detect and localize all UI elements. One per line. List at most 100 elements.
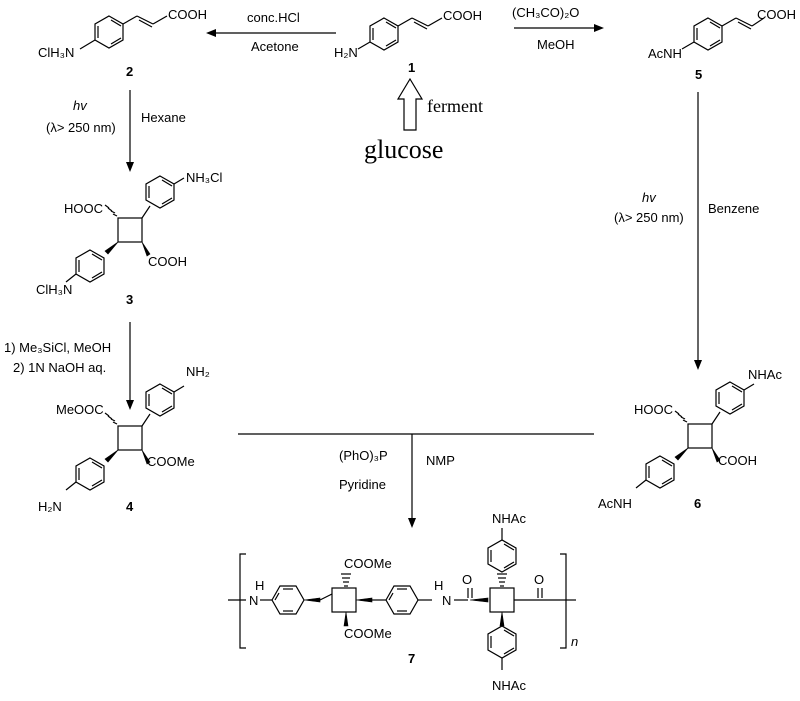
ester-top-label: COOMe — [344, 556, 392, 571]
reagent-label: (CH₃CO)₂O — [512, 5, 579, 20]
compound-number: 4 — [126, 499, 134, 514]
arrow-1-to-2: conc.HCl Acetone — [206, 10, 336, 54]
wavelength-label: (λ> 250 nm) — [46, 120, 116, 135]
compound-number: 3 — [126, 292, 133, 307]
carboxyl-label: COOH — [168, 7, 207, 22]
cyclobutane-ring — [687, 423, 713, 449]
amine-bottom-label: H₂N — [38, 499, 62, 514]
hashed-bond — [341, 573, 351, 587]
benzene-ring-top — [715, 381, 745, 415]
amide-top-label: NHAc — [492, 511, 526, 526]
wavelength-label: (λ> 250 nm) — [614, 210, 684, 225]
benzene-ring-down — [487, 625, 517, 659]
amide-label: AcNH — [648, 46, 682, 61]
benzene-ring — [369, 17, 399, 51]
compound-number: 2 — [126, 64, 133, 79]
compound-4: MeOOC NH₂ COOMe H₂N 4 — [38, 364, 210, 514]
ammonium-top-label: NH₃Cl — [186, 170, 222, 185]
benzene-ring — [693, 17, 723, 51]
benzene-ring-bottom — [645, 455, 675, 489]
amine-n-label: N — [249, 593, 258, 608]
light-label: hv — [642, 190, 657, 205]
compound-5: COOH AcNH 5 — [648, 7, 796, 82]
compound-number: 1 — [408, 60, 415, 75]
amide-n-label: N — [442, 593, 451, 608]
polymerization-arrow: (PhO)₃P Pyridine NMP — [238, 433, 594, 528]
arrow-3-to-4: 1) Me₃SiCl, MeOH 2) 1N NaOH aq. — [4, 322, 134, 410]
carbonyl-o1-label: O — [462, 572, 472, 587]
compound-number: 6 — [694, 496, 701, 511]
hashed-bond — [104, 412, 118, 425]
amide-bottom-label: NHAc — [492, 678, 526, 693]
repeat-index: n — [571, 634, 578, 649]
solvent-label: NMP — [426, 453, 455, 468]
compound-1: COOH H₂N 1 — [334, 8, 482, 75]
ferment-label: ferment — [427, 96, 483, 116]
benzene-ring-up — [487, 539, 517, 573]
cyclobutane-ring-2 — [489, 587, 515, 613]
arrow-1-to-5: (CH₃CO)₂O MeOH — [512, 5, 604, 52]
solvent-label: MeOH — [537, 37, 575, 52]
step1-label: 1) Me₃SiCl, MeOH — [4, 340, 111, 355]
wedge-bond — [104, 241, 119, 255]
solvent-label: Hexane — [141, 110, 186, 125]
benzene-ring-1 — [271, 585, 305, 615]
arrow-5-to-6: hv (λ> 250 nm) Benzene — [614, 92, 759, 370]
benzene-ring-2 — [385, 585, 419, 615]
cyclobutane-ring — [117, 425, 143, 451]
compound-3: HOOC NH₃Cl COOH ClH₃N 3 — [36, 170, 222, 307]
hollow-arrow — [396, 77, 424, 131]
amine-label: H₂N — [334, 45, 358, 60]
wedge-bond — [355, 597, 373, 603]
solvent-label: Benzene — [708, 201, 759, 216]
glucose-label: glucose — [364, 135, 443, 164]
cyclobutane-ring — [117, 217, 143, 243]
wedge-bond — [499, 611, 505, 627]
benzene-ring — [94, 15, 124, 49]
compound-number: 7 — [408, 651, 415, 666]
hashed-bond — [104, 204, 118, 217]
carboxyl-label: COOH — [443, 8, 482, 23]
light-label: hv — [73, 98, 88, 113]
carboxyl-label: COOH — [757, 7, 796, 22]
amide-top-label: NHAc — [748, 367, 782, 382]
hashed-bond — [674, 410, 688, 423]
solvent-label: Acetone — [251, 39, 299, 54]
amine-h-label: H — [255, 578, 264, 593]
ferment-arrow: ferment glucose — [364, 77, 483, 164]
compound-6: HOOC NHAc COOH AcNH 6 — [598, 367, 782, 511]
wedge-bond — [303, 597, 321, 603]
wedge-bond — [674, 447, 689, 461]
bracket-left — [239, 553, 246, 649]
ester-bottom-label: COOMe — [344, 626, 392, 641]
benzene-ring-bottom — [75, 249, 105, 283]
ammonium-label: ClH₃N — [38, 45, 74, 60]
wedge-bond — [343, 611, 349, 627]
benzene-ring-top — [145, 383, 175, 417]
compound-2: COOH ClH₃N 2 — [38, 7, 207, 79]
wedge-bond — [141, 241, 151, 257]
amide-h-label: H — [434, 578, 443, 593]
wedge-bond — [141, 449, 151, 465]
arrow-2-to-3: hv (λ> 250 nm) Hexane — [46, 90, 186, 172]
bracket-right — [560, 553, 567, 649]
amine-top-label: NH₂ — [186, 364, 210, 379]
ester-bottom-label: COOMe — [147, 454, 195, 469]
reagent-label: (PhO)₃P — [339, 448, 388, 463]
polymer-7: n N H COOMe COOMe N H O — [228, 511, 578, 693]
amide-bottom-label: AcNH — [598, 496, 632, 511]
carboxyl-bottom-label: COOH — [718, 453, 757, 468]
wedge-bond — [469, 597, 489, 603]
benzene-ring-top — [145, 175, 175, 209]
carboxyl-top-label: HOOC — [64, 201, 103, 216]
compound-number: 5 — [695, 67, 702, 82]
ester-top-label: MeOOC — [56, 402, 104, 417]
carboxyl-top-label: HOOC — [634, 402, 673, 417]
cyclobutane-ring-1 — [331, 587, 357, 613]
reagent-label: conc.HCl — [247, 10, 300, 25]
wedge-bond — [104, 449, 119, 463]
carbonyl-o2-label: O — [534, 572, 544, 587]
step2-label: 2) 1N NaOH aq. — [13, 360, 106, 375]
hashed-bond — [497, 573, 507, 587]
